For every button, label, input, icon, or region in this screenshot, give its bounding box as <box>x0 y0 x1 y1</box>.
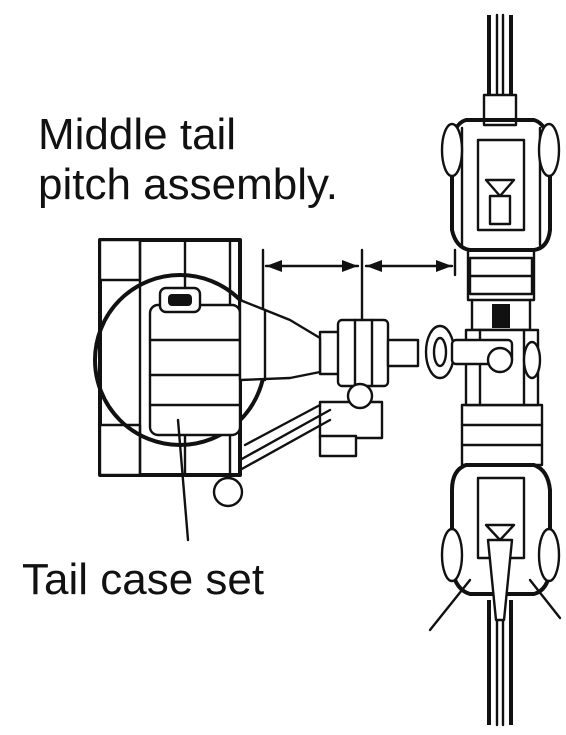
middle-tail-label: Middle tail pitch assembly. <box>38 110 338 210</box>
middle-tail-label-line1: Middle tail <box>38 110 237 159</box>
tail-case <box>93 238 332 542</box>
lower-blade-grip <box>428 403 562 632</box>
middle-tail-label-line2: pitch assembly. <box>38 160 338 209</box>
upper-blade-grip <box>440 93 561 332</box>
dimension-arrows <box>261 248 457 332</box>
tail-case-label: Tail case set <box>22 555 265 604</box>
